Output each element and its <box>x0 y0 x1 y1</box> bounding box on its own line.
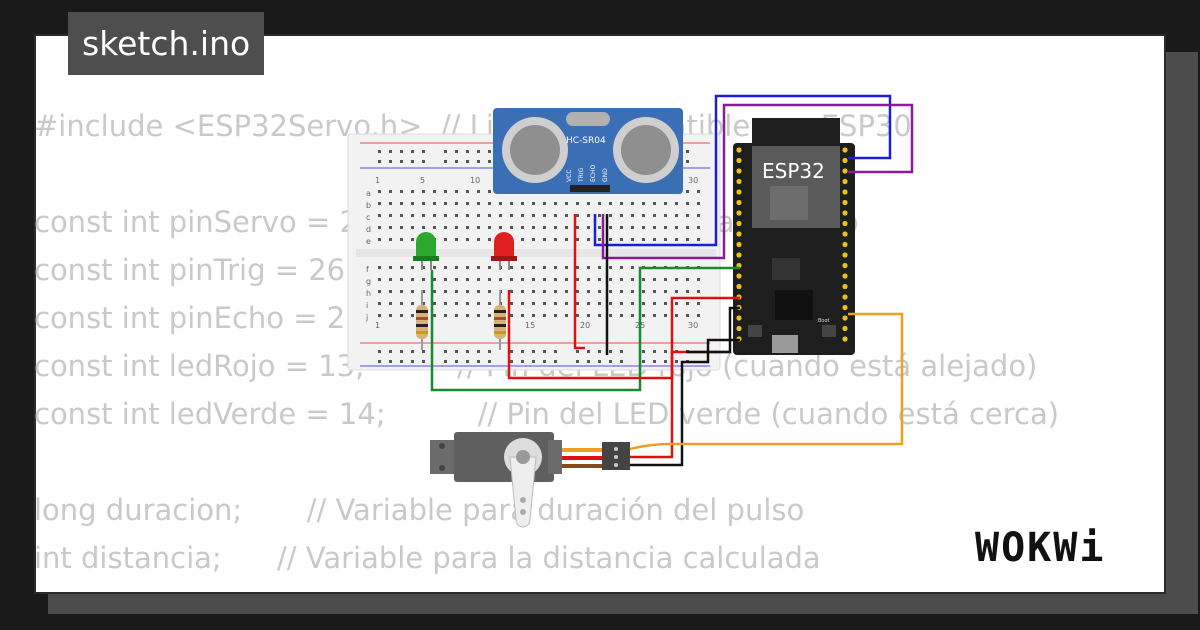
bb-row-b: b <box>366 201 371 210</box>
sensor-model: HC-SR04 <box>566 136 606 146</box>
bb-row-g: g <box>366 277 371 286</box>
sensor-pin-vcc: VCC <box>566 170 573 182</box>
wire-green <box>430 266 740 392</box>
ultrasonic-sensor[interactable]: HC-SR04 VCC TRIG ECHO GND <box>493 108 683 194</box>
resistor-red[interactable] <box>494 290 506 350</box>
resistor-green[interactable] <box>416 290 428 350</box>
wire-purple <box>601 103 914 260</box>
wire-black-servo <box>630 338 740 467</box>
bb-col-30: 30 <box>688 176 698 185</box>
bb-col-20b: 20 <box>580 321 590 330</box>
bb-row-e: e <box>366 237 371 246</box>
wires <box>430 94 914 467</box>
bb-row-j: j <box>365 313 368 322</box>
bb-col-5: 5 <box>420 176 425 185</box>
bb-row-f: f <box>366 265 369 274</box>
wire-red-sensor <box>573 214 585 350</box>
bb-row-i: i <box>366 301 368 310</box>
board-boot-label: Boot <box>818 318 830 324</box>
bb-row-d: d <box>366 225 371 234</box>
bb-row-h: h <box>366 289 371 298</box>
servo-connector <box>561 442 630 470</box>
code-line: long duracion; // Variable para duración… <box>34 493 805 527</box>
sensor-pin-trig: TRIG <box>578 167 585 183</box>
servo-motor[interactable] <box>430 432 562 528</box>
code-line: const int pinTrig = 26; <box>34 253 355 287</box>
code-line: const int pinEcho = 27; <box>34 301 374 335</box>
red-led[interactable] <box>491 232 517 270</box>
bb-col-1: 1 <box>375 176 380 185</box>
esp32-board[interactable]: ESP32 Boot <box>733 118 855 355</box>
bb-row-a: a <box>366 189 371 198</box>
wokwi-logo: WOKWi <box>975 525 1106 571</box>
board-name: ESP32 <box>762 159 825 183</box>
wire-black-board <box>686 306 740 354</box>
bb-col-30b: 30 <box>688 321 698 330</box>
bb-row-c: c <box>366 213 370 222</box>
wire-orange-servo <box>629 312 904 451</box>
code-line: int distancia; // Variable para la dista… <box>34 541 821 575</box>
file-tab[interactable]: sketch.ino <box>68 12 265 75</box>
code-line: const int ledVerde = 14; // Pin del LED … <box>34 397 1060 431</box>
bb-col-10: 10 <box>470 176 480 185</box>
green-led[interactable] <box>413 232 439 270</box>
bb-col-15b: 15 <box>525 321 535 330</box>
bb-col-1b: 1 <box>375 321 380 330</box>
sensor-pin-echo: ECHO <box>590 165 597 182</box>
wire-blue <box>593 94 892 247</box>
sensor-pin-gnd: GND <box>602 168 609 182</box>
